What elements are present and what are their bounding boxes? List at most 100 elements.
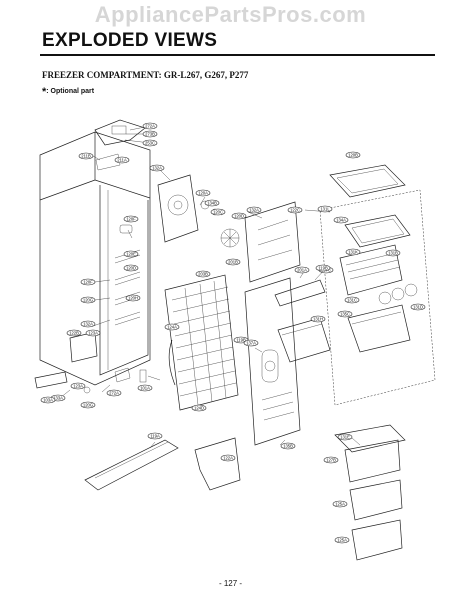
callout-125a: 125A	[332, 500, 348, 508]
callout-text: 122A	[223, 456, 233, 461]
callout-127b: 127B	[323, 456, 339, 464]
callout-text: 131C	[347, 298, 357, 303]
bottom-cover	[84, 439, 179, 491]
ice-maker	[339, 244, 418, 305]
callout-119b: 119B	[315, 264, 331, 272]
callout-131d: 131D	[410, 303, 426, 311]
freezer-cabinet	[39, 131, 151, 386]
door-outline	[319, 189, 436, 406]
callout-272a-b: 272A	[106, 389, 122, 397]
evaporator-cover	[244, 201, 301, 283]
callout-text: 134B	[207, 201, 217, 206]
callout-text: 124A	[167, 325, 177, 330]
callout-text: 133A	[53, 396, 63, 401]
callout-text: 120G	[83, 403, 93, 408]
callout-131b: 131B	[385, 249, 401, 257]
callout-123a: 123A	[85, 329, 101, 337]
callout-text: 135B	[283, 444, 293, 449]
optional-marker: *	[42, 86, 47, 98]
callout-253c: 253C	[142, 139, 158, 147]
callout-text: 137A	[246, 341, 256, 346]
callout-211a: 211A	[114, 156, 130, 164]
callout-122b: 122B	[66, 329, 82, 337]
callout-120d: 120D	[231, 212, 247, 220]
callout-text: 120D	[234, 214, 244, 219]
callout-text: 131D	[413, 305, 423, 310]
callout-text: 101A	[140, 386, 150, 391]
callout-text: 132A	[83, 322, 93, 327]
callout-137a: 137A	[243, 339, 259, 347]
callout-119a: 119A	[147, 432, 163, 440]
callout-text: 253C	[145, 141, 155, 146]
callout-120a: 120A	[195, 189, 211, 197]
callout-201a: 201A	[294, 266, 310, 274]
callout-text: 211A	[117, 158, 127, 163]
callout-101a: 101A	[137, 384, 153, 392]
mid-shelf	[344, 214, 411, 248]
callout-text: 120C	[213, 210, 223, 215]
callout-text: 131H	[313, 317, 323, 322]
leader-lines	[59, 125, 361, 461]
callout-text: 103A	[43, 398, 53, 403]
rear-duct-panel	[244, 277, 326, 446]
callout-text: 273B	[145, 132, 155, 137]
callout-131k: 131K	[345, 248, 361, 256]
callout-text: 120E	[126, 252, 136, 257]
optional-note-text: : Optional part	[46, 88, 95, 95]
callout-text: 203B	[198, 272, 208, 277]
callout-123a-b: 123A	[70, 382, 86, 390]
callout-273b: 273B	[142, 130, 158, 138]
callout-text: 122B	[69, 331, 79, 336]
callout-120d-b: 120D	[123, 264, 139, 272]
callout-text: 120A	[198, 191, 208, 196]
callout-120b: 120B	[345, 151, 361, 159]
callout-203b: 203B	[195, 270, 211, 278]
callout-text: 135C	[340, 312, 350, 317]
callout-text: 120B	[348, 153, 358, 158]
callout-124a: 124A	[164, 323, 180, 331]
callout-text: 119A	[150, 434, 160, 439]
callout-131h: 131H	[310, 315, 326, 323]
section-subtitle: FREEZER COMPARTMENT: GR-L267, G267, P277	[42, 70, 249, 80]
callout-text: 272A	[145, 124, 155, 129]
upper-shelf	[329, 164, 406, 198]
callout-text: 132A	[152, 166, 162, 171]
callout-120f: 120F	[123, 215, 139, 223]
page-number: - 127 -	[218, 579, 243, 588]
callout-132a-b: 132A	[246, 206, 262, 214]
watermark: AppliancePartsPros.com	[94, 2, 367, 27]
callout-135c: 135C	[337, 310, 353, 318]
evaporator-coil	[164, 274, 239, 411]
callout-131e: 131E	[337, 433, 353, 441]
callout-text: 119B	[318, 266, 328, 271]
ice-bin	[347, 304, 411, 353]
callout-text: 120F	[83, 280, 93, 285]
callout-103a: 103A	[40, 396, 56, 404]
callout-text: 120G	[83, 298, 93, 303]
callout-text: 125A	[337, 538, 347, 543]
lower-duct	[194, 437, 241, 491]
callout-134b: 134B	[204, 199, 220, 207]
callout-text: 120F	[126, 217, 136, 222]
callout-text: 123A	[88, 331, 98, 336]
part-callouts: 272A 273B 253C 211B 211A 132A 120B 131L …	[40, 122, 426, 544]
callout-text: 127B	[326, 458, 336, 463]
callout-131c: 131C	[344, 296, 360, 304]
callout-120e: 120E	[123, 250, 139, 258]
callout-211b: 211B	[78, 152, 94, 160]
callout-text: 211B	[81, 154, 91, 159]
callout-text: 131E	[340, 435, 350, 440]
callout-text: 119B	[236, 338, 246, 343]
callout-text: 132A	[249, 208, 259, 213]
callout-201b: 201B	[225, 258, 241, 266]
callout-text: 120H	[128, 296, 138, 301]
callout-text: 134A	[336, 218, 346, 223]
callout-125a-b: 125A	[334, 536, 350, 544]
callout-text: 120D	[126, 266, 136, 271]
callout-text: 131B	[388, 251, 398, 256]
callout-122c: 122C	[287, 206, 303, 214]
title-rule	[40, 54, 435, 56]
callout-132a-c: 132A	[80, 320, 96, 328]
callout-131l: 131L	[317, 205, 333, 213]
callout-text: 125A	[335, 502, 345, 507]
